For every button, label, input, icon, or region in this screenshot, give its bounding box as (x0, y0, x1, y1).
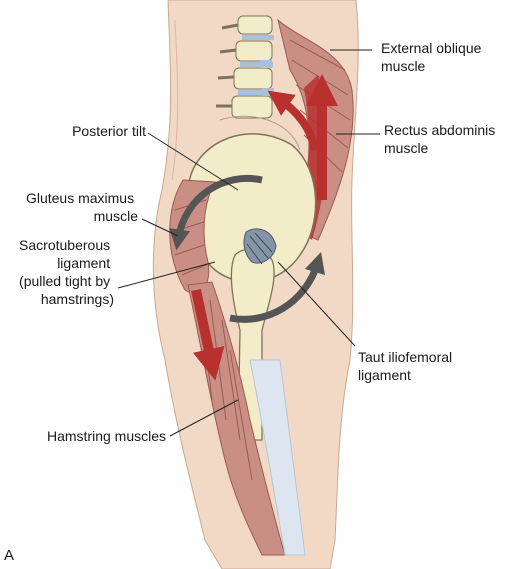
label-sacrotuberous-ligament: Sacrotuberous ligament (pulled tight by … (19, 237, 114, 307)
tilt-arrows (169, 175, 326, 323)
lumbar-spine (216, 15, 274, 119)
label-iliofemoral-ligament: Taut iliofemoral ligament (358, 349, 456, 383)
label-rectus-abdominis: Rectus abdominis muscle (384, 122, 499, 156)
label-posterior-tilt: Posterior tilt (72, 123, 146, 139)
iliofemoral-ligament (243, 228, 277, 265)
label-gluteus-maximus: Gluteus maximus muscle (26, 190, 138, 224)
panel-label: A (4, 547, 14, 564)
label-hamstring-muscles: Hamstring muscles (47, 428, 166, 444)
muscle-pull-arrows (191, 73, 339, 381)
label-external-oblique: External oblique muscle (381, 40, 485, 74)
leader-lines (117, 49, 380, 437)
